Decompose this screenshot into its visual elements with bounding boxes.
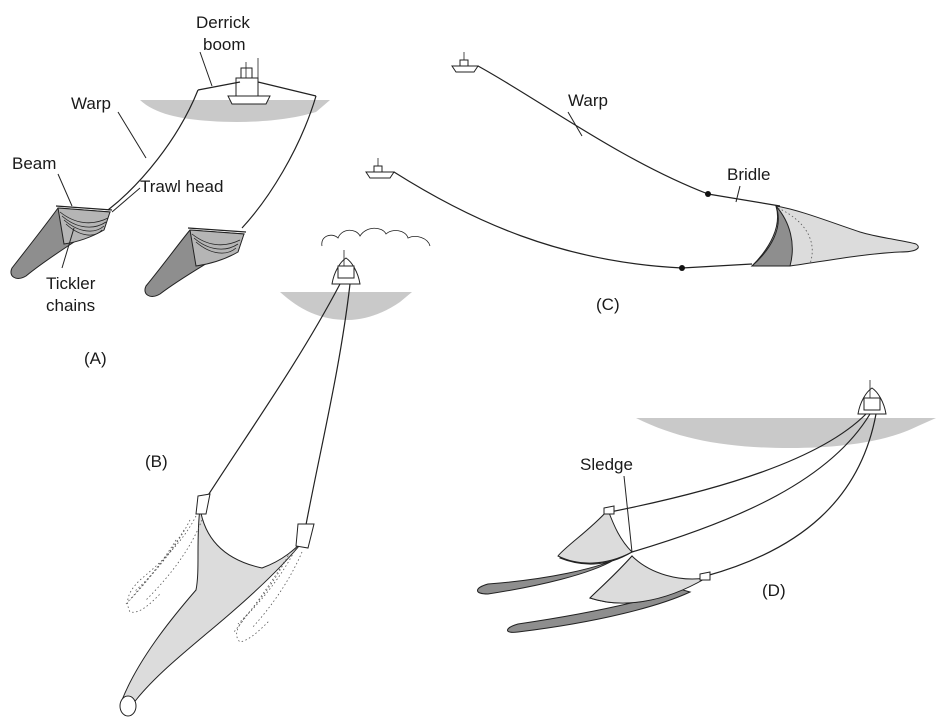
panel-b-cloud <box>322 228 430 246</box>
panel-a-tickler-label: Tickler <box>46 274 96 293</box>
panel-d-sledge-label: Sledge <box>580 455 633 474</box>
panel-b-vessel <box>332 250 360 284</box>
panel-a-derrick-boom-right <box>258 82 316 96</box>
panel-d-float-upper <box>604 506 614 514</box>
panel-d-trawl: Sledge (D) <box>478 380 937 632</box>
panel-a-warp-leader <box>118 112 146 158</box>
panel-a-trawl-head-label: Trawl head <box>140 177 223 196</box>
panel-b-warp-right <box>305 284 350 530</box>
panel-a-warp-label: Warp <box>71 94 111 113</box>
panel-b-trawl: (B) <box>120 228 430 716</box>
panel-a-boom-label: boom <box>203 35 246 54</box>
panel-d-sledge-leader <box>624 476 632 552</box>
panel-d-vessel <box>858 380 886 414</box>
panel-b-codend <box>120 696 136 716</box>
panel-a-derrick-boom-left <box>198 82 240 90</box>
panel-c-vessel-upper <box>452 52 478 72</box>
panel-c-door-lower <box>679 265 685 271</box>
panel-c-warp-label: Warp <box>568 91 608 110</box>
panel-b-warp-left <box>205 284 340 500</box>
panel-c-warp-upper <box>478 66 780 206</box>
panel-c-trawl: Warp Bridle (C) <box>366 52 918 314</box>
panel-a-beam-leader <box>58 174 72 206</box>
panel-c-door-upper <box>705 191 711 197</box>
panel-a-trawl-net-right <box>145 228 246 296</box>
panel-a-beam-label: Beam <box>12 154 56 173</box>
panel-a-chains-label: chains <box>46 296 95 315</box>
panel-d-sea-surface <box>636 418 936 448</box>
panel-b-net <box>121 508 304 711</box>
panel-c-warp-lower <box>394 172 752 268</box>
panel-c-warp-leader <box>568 112 582 136</box>
panel-d-label: (D) <box>762 581 786 600</box>
panel-d-net-upper-mouth <box>558 510 632 563</box>
panel-a-derrick-label: Derrick <box>196 13 250 32</box>
panel-b-label: (B) <box>145 452 168 471</box>
panel-b-otter-board-left <box>196 494 210 514</box>
panel-c-bridle-label: Bridle <box>727 165 770 184</box>
panel-a-trawl-net-left <box>11 206 112 278</box>
panel-a-beam-trawl: Derrick boom Warp Beam Trawl head Tickle… <box>11 13 330 368</box>
panel-a-vessel <box>228 58 270 104</box>
panel-a-derrick-leader <box>200 52 212 86</box>
panel-a-trawl-head-leader <box>112 188 140 212</box>
panel-c-label: (C) <box>596 295 620 314</box>
panel-b-otter-board-right <box>296 524 314 548</box>
panel-a-label: (A) <box>84 349 107 368</box>
panel-c-vessel-lower <box>366 158 394 178</box>
panel-d-float-lower <box>700 572 710 580</box>
